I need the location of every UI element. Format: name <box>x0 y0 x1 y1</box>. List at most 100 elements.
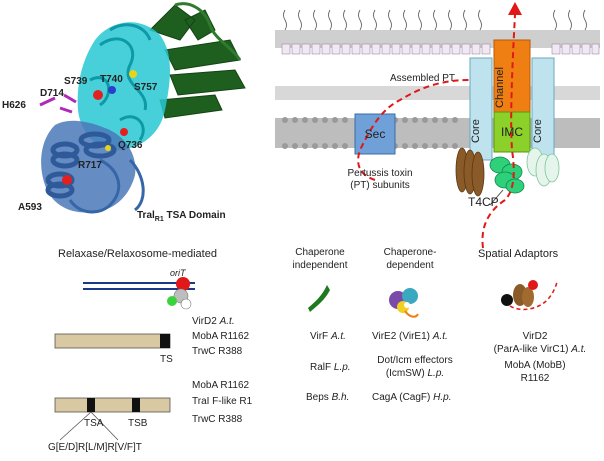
residue-red-3 <box>62 175 72 185</box>
motif-label: G[E/D]R[L/M]R[V/F]T <box>48 442 142 453</box>
chap-indep-item-2: RalF L.p. <box>310 362 351 374</box>
chap-indep-header-2: independent <box>292 260 348 271</box>
caption-suffix: TSA Domain <box>163 210 226 221</box>
virf-name: VirF <box>310 331 329 342</box>
chaperone-icons <box>308 280 558 318</box>
relaxosome-white <box>180 298 192 310</box>
spatial-item-1-line2: (ParA-like VirC1) A.t. <box>480 344 600 356</box>
structure-caption: TralR1 TSA Domain <box>137 210 226 226</box>
row1-line1-name: VirD2 <box>192 316 217 327</box>
vire2-org: A.t. <box>432 331 448 342</box>
adaptor-brown-2 <box>522 287 534 307</box>
pt-route <box>357 79 471 181</box>
caga-org: H.p. <box>433 392 452 403</box>
label-s757: S757 <box>134 82 158 93</box>
para-name: (ParA-like VirC1) <box>493 344 569 355</box>
tsb-label: TSB <box>128 418 148 429</box>
label-d714: D714 <box>40 88 64 99</box>
chap-dep-item-3: CagA (CagF) H.p. <box>372 392 451 404</box>
label-q736: Q736 <box>118 140 143 151</box>
residue-red-1 <box>93 90 103 100</box>
imc-label: IMC <box>501 125 523 139</box>
beps-org: B.h. <box>331 392 350 403</box>
blue-loops <box>68 158 145 214</box>
spatial-item-2-line1: MobA (MobB) <box>504 360 566 371</box>
residue-blue-1 <box>108 86 116 94</box>
relaxase-row2-line2: TraI F-like R1 <box>192 396 253 407</box>
label-s739: S739 <box>64 76 88 87</box>
label-t740: T740 <box>100 74 123 85</box>
atpase-green-t4cp <box>489 156 525 194</box>
chap-dep-header-2: dependent <box>386 260 434 271</box>
relaxase-bar-1 <box>54 333 171 349</box>
row1-line1-org: A.t. <box>219 316 235 327</box>
outer-membrane-lipids <box>281 43 600 55</box>
chap-dep-item-1: VirE2 (VirE1) A.t. <box>372 331 448 343</box>
residue-yellow-2 <box>105 145 111 151</box>
core-left-label: Core <box>470 119 482 143</box>
vire2-white <box>404 302 410 308</box>
dot-icm-name: (IcmSW) <box>385 368 425 379</box>
relaxase-row2-line1: MobA R1162 <box>192 380 250 391</box>
relaxase-row1-line1: VirD2 A.t. <box>192 316 235 328</box>
membrane-diagram <box>275 2 600 249</box>
relaxase-schematic <box>54 277 195 441</box>
adaptor-black <box>501 294 513 306</box>
channel-label: Channel <box>494 67 506 108</box>
ralf-name: RalF <box>310 362 332 373</box>
beps-name: Beps <box>306 392 329 403</box>
t4cp-label: T4CP <box>468 195 499 209</box>
adaptor-red <box>528 280 538 290</box>
dot-icm-org: L.p. <box>427 368 445 379</box>
adaptor-red-route <box>509 281 558 311</box>
relaxase-bar-2 <box>54 397 171 413</box>
pertussis-label-line1: Pertussis toxin <box>347 168 413 179</box>
ralf-org: L.p. <box>333 362 351 373</box>
cyan-domain <box>77 22 170 150</box>
vire2-orange-tail <box>404 310 419 318</box>
relaxase-row1-line3: TrwC R388 <box>192 346 243 357</box>
chap-dep-item-2-line1: Dot/Icm effectors <box>377 355 453 366</box>
spatial-header: Spatial Adaptors <box>478 248 559 260</box>
vire2-name: VirE2 (VirE1) <box>372 331 430 342</box>
vire2-teal <box>402 288 418 304</box>
spatial-item-1-line1: VirD2 <box>522 331 548 342</box>
t4cp-pointer <box>489 189 504 206</box>
substrate-arrowhead <box>508 2 522 15</box>
para-org: A.t. <box>571 344 587 355</box>
caption-prefix: Tral <box>137 210 155 221</box>
orit-label: oriT <box>170 268 186 278</box>
relaxase-header: Relaxase/Relaxosome-mediated <box>58 248 217 260</box>
caption-subscript: R1 <box>154 216 164 223</box>
virf-icon <box>308 285 330 312</box>
residue-red-2 <box>120 128 128 136</box>
tsb-motif-block <box>132 398 140 412</box>
core-right-label: Core <box>532 119 544 143</box>
label-a593: A593 <box>18 202 42 213</box>
motif-bracket <box>59 411 119 441</box>
blue-helix-coils <box>45 131 117 199</box>
protein-structure <box>39 2 246 214</box>
atpase-brown <box>455 147 485 197</box>
ts-motif-block <box>160 334 170 348</box>
cyan-loops <box>89 23 152 141</box>
chap-indep-item-3: Beps B.h. <box>306 392 349 404</box>
residue-yellow-1 <box>129 70 137 78</box>
chap-indep-item-1: VirF A.t. <box>310 331 346 343</box>
label-r717: R717 <box>78 160 102 171</box>
green-loop <box>174 2 242 61</box>
assembled-pt-label: Assembled PT <box>390 73 456 84</box>
virf-org: A.t. <box>330 331 346 342</box>
relaxase-row2-line3: TrwC R388 <box>192 414 243 425</box>
ts-label: TS <box>160 354 173 365</box>
lps-chains <box>283 9 587 31</box>
label-h626: H626 <box>2 100 26 111</box>
relaxosome-red <box>176 277 190 291</box>
chap-dep-item-2-line2: (IcmSW) L.p. <box>365 368 465 380</box>
chap-indep-header-1: Chaperone <box>295 247 345 258</box>
tsa-label: TSA <box>84 418 104 429</box>
relaxase-row1-line2: MobA R1162 <box>192 331 250 342</box>
relaxosome-green <box>167 296 177 306</box>
pertussis-label-line2: (PT) subunits <box>350 180 410 191</box>
